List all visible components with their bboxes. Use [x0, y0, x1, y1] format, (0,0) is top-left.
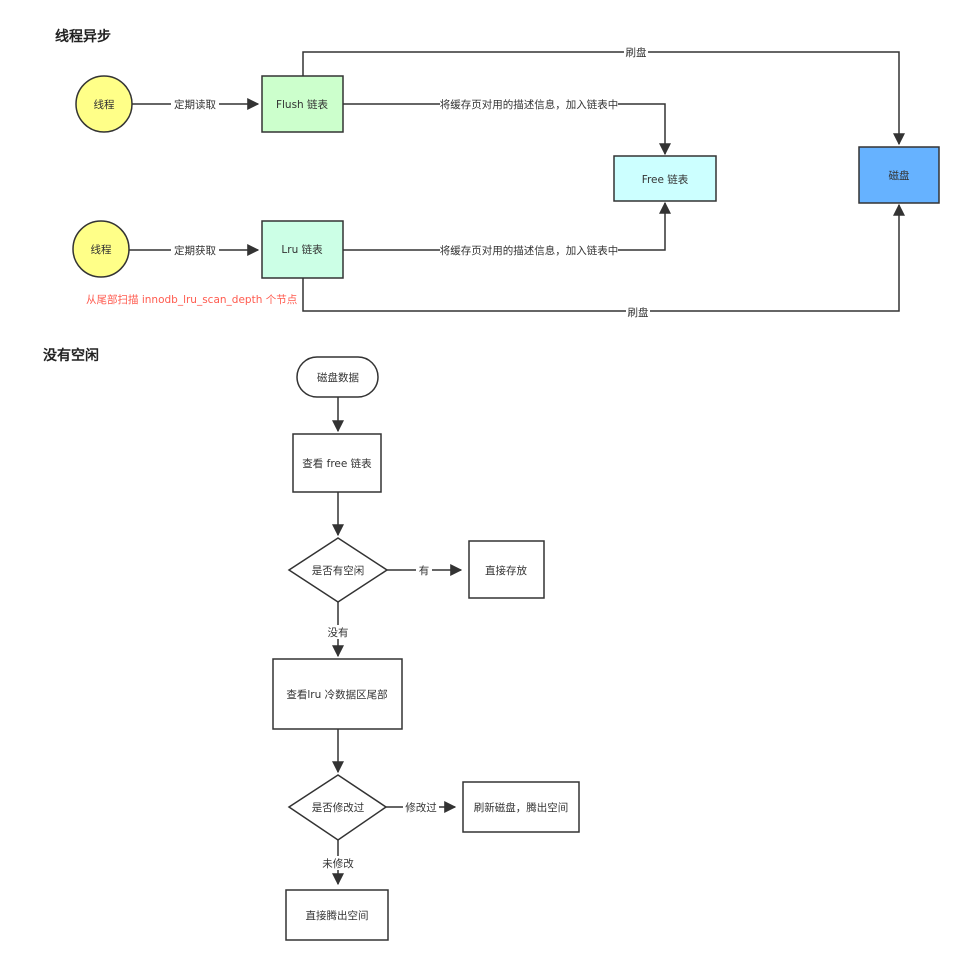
thread-node-1 [75, 75, 133, 133]
lru-list-node [261, 220, 344, 279]
edge-label-add-desc-2: 将缓存页对用的描述信息，加入链表中 [440, 244, 619, 257]
flow-has-free-decision [287, 537, 389, 603]
flow-start-label: 磁盘数据 [317, 371, 359, 384]
edge-label-add-desc-1: 将缓存页对用的描述信息，加入链表中 [440, 98, 619, 111]
flow-free-direct-label: 直接腾出空间 [306, 909, 369, 922]
edge-label-timer-get: 定期获取 [174, 244, 216, 257]
flow-modified-decision [287, 774, 388, 841]
flow-flush-free-node [462, 781, 580, 833]
flow-flush-free-label: 刷新磁盘，腾出空间 [474, 801, 569, 814]
heading-async: 线程异步 [55, 28, 111, 45]
thread-node-1-label: 线程 [94, 98, 115, 111]
edge-lru-free [343, 201, 671, 251]
edge-flush-disk [302, 51, 905, 146]
thread-node-2 [72, 220, 130, 278]
flow-label-not-modified: 未修改 [322, 857, 354, 870]
disk-node [858, 146, 940, 204]
edge-label-flush-bottom: 刷盘 [628, 306, 649, 319]
flow-modified-label: 是否修改过 [312, 801, 365, 814]
flow-has-free-label: 是否有空闲 [312, 564, 365, 577]
flush-list-label: Flush 链表 [276, 98, 329, 111]
free-list-label: Free 链表 [642, 173, 689, 186]
disk-label: 磁盘 [889, 169, 910, 182]
flow-free-direct-node [285, 889, 389, 941]
flow-label-no: 没有 [328, 626, 349, 639]
flow-check-free-node [292, 433, 382, 493]
flow-start-node [296, 356, 379, 398]
edge-flush-free [343, 103, 671, 156]
flow-label-modified-yes: 修改过 [405, 801, 437, 814]
lru-list-label: Lru 链表 [281, 243, 323, 256]
flow-store-direct-node [468, 540, 545, 599]
heading-no-free: 没有空闲 [43, 347, 99, 364]
scan-note: 从尾部扫描 innodb_lru_scan_depth 个节点 [86, 293, 297, 306]
thread-node-2-label: 线程 [91, 243, 112, 256]
flow-label-yes: 有 [419, 564, 430, 577]
edge-label-flush-top: 刷盘 [626, 46, 647, 59]
free-list-node [613, 155, 717, 202]
flush-list-node [261, 75, 344, 133]
edge-lru-disk [302, 203, 905, 312]
flow-check-free-label: 查看 free 链表 [302, 457, 372, 470]
flow-store-direct-label: 直接存放 [485, 564, 527, 577]
flow-check-lru-label: 查看lru 冷数据区尾部 [286, 688, 387, 701]
edge-label-timer-read: 定期读取 [174, 98, 216, 111]
flow-check-lru-node [272, 658, 403, 730]
